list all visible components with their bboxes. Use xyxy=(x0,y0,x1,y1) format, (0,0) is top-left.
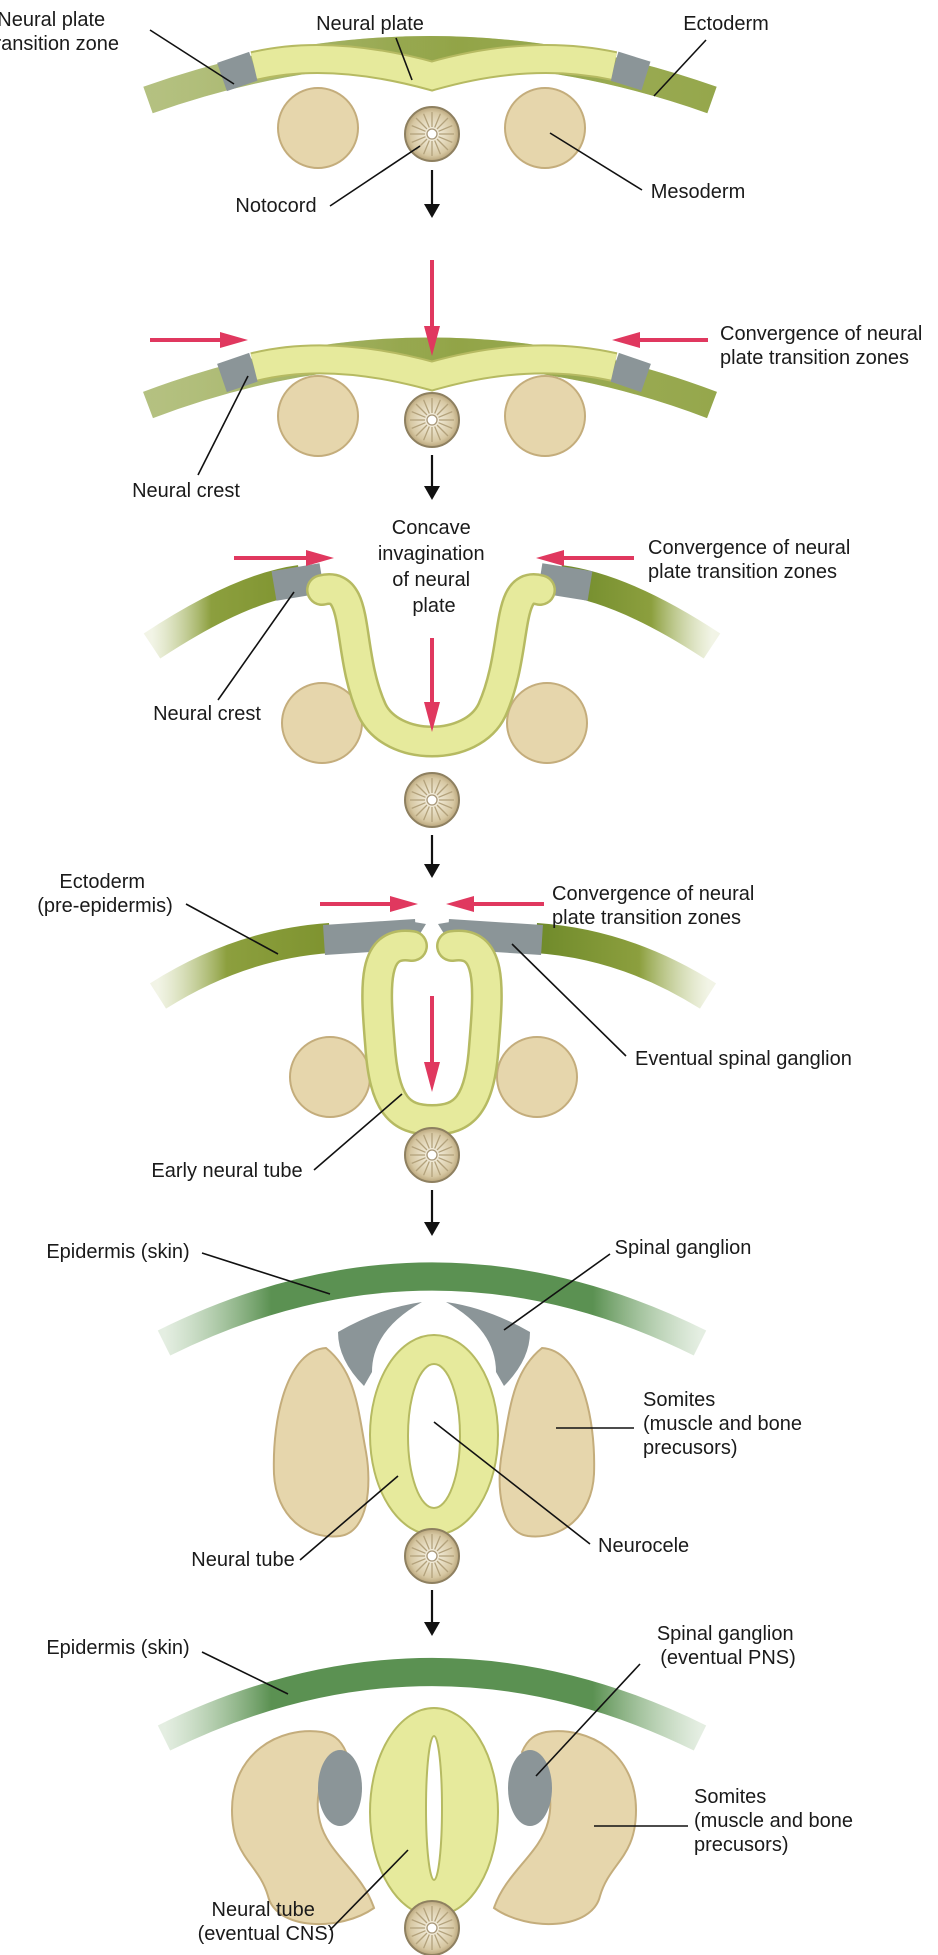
downward-arrow-icon xyxy=(424,486,440,500)
mesoderm-right xyxy=(497,1037,577,1117)
stage-1: Neural plate transition zone Neural plat… xyxy=(0,9,769,218)
spinal-ganglion-left xyxy=(318,1750,362,1826)
label-neural-plate-transition-zone: Neural plate transition zone xyxy=(0,9,119,55)
label-epidermis: Epidermis (skin) xyxy=(46,1241,189,1263)
label-eventual-spinal-ganglion: Eventual spinal ganglion xyxy=(635,1048,852,1070)
spinal-ganglion-right xyxy=(508,1750,552,1826)
label-spinal-ganglion: Spinal ganglion xyxy=(615,1237,752,1259)
label-mesoderm: Mesoderm xyxy=(651,181,745,203)
notochord xyxy=(405,107,459,161)
transition-zone-right xyxy=(614,367,646,378)
mesoderm-right xyxy=(505,376,585,456)
notochord xyxy=(405,1901,459,1955)
notochord xyxy=(405,1529,459,1583)
label-somites: Somites (muscle and bone precusors) xyxy=(694,1786,859,1856)
label-notocord: Notocord xyxy=(235,195,316,217)
transition-zone-left xyxy=(222,367,254,378)
label-neural-crest: Neural crest xyxy=(153,703,261,725)
downward-arrow-icon xyxy=(424,864,440,878)
label-concave-invagination: Concave invagination of neural plate xyxy=(378,517,490,617)
label-convergence: Convergence of neural plate transition z… xyxy=(720,323,928,369)
convergence-arrow-icon xyxy=(612,332,708,348)
notochord xyxy=(405,1128,459,1182)
stage-3: Concave invagination of neural plate Con… xyxy=(152,517,856,878)
mesoderm-left xyxy=(290,1037,370,1117)
notochord xyxy=(405,773,459,827)
somite-right xyxy=(500,1348,595,1536)
notochord xyxy=(405,393,459,447)
stage-5: Epidermis (skin) Spinal ganglion Somites… xyxy=(46,1237,807,1636)
convergence-arrow-icon xyxy=(150,332,248,348)
convergence-arrow-icon xyxy=(320,896,418,912)
stage-4: Ectoderm (pre-epidermis) Convergence of … xyxy=(37,871,852,1236)
mesoderm-right xyxy=(507,683,587,763)
label-spinal-ganglion: Spinal ganglion (eventual PNS) xyxy=(657,1623,799,1669)
downward-arrow-icon xyxy=(424,1622,440,1636)
ectoderm-right xyxy=(536,938,708,996)
downward-arrow-icon xyxy=(424,1222,440,1236)
label-convergence: Convergence of neural plate transition z… xyxy=(648,537,856,583)
label-early-neural-tube: Early neural tube xyxy=(151,1160,302,1182)
leader-epidermis xyxy=(202,1652,288,1694)
label-neural-tube: Neural tube xyxy=(191,1549,294,1571)
ectoderm-left xyxy=(158,938,330,996)
convergence-arrow-icon xyxy=(424,638,440,732)
label-ectoderm-pre-epidermis: Ectoderm (pre-epidermis) xyxy=(37,871,173,917)
convergence-arrow-icon xyxy=(536,550,634,566)
label-neurocele: Neurocele xyxy=(598,1535,689,1557)
label-ectoderm: Ectoderm xyxy=(683,13,769,35)
somite-left xyxy=(274,1348,369,1536)
label-neural-crest: Neural crest xyxy=(132,480,240,502)
label-neural-plate: Neural plate xyxy=(316,13,424,35)
transition-zone-right xyxy=(614,66,646,76)
mesoderm-right xyxy=(505,88,585,168)
mesoderm-left xyxy=(278,376,358,456)
label-somites: Somites (muscle and bone precusors) xyxy=(643,1389,808,1459)
convergence-arrow-icon xyxy=(446,896,544,912)
downward-arrow-icon xyxy=(424,204,440,218)
central-canal xyxy=(426,1736,442,1880)
stage-6: Epidermis (skin) Spinal ganglion (eventu… xyxy=(46,1623,858,1955)
mesoderm-left xyxy=(278,88,358,168)
transition-zone-left xyxy=(222,66,254,77)
convergence-arrow-icon xyxy=(424,996,440,1092)
label-epidermis: Epidermis (skin) xyxy=(46,1637,189,1659)
epidermis xyxy=(164,1277,700,1344)
label-convergence: Convergence of neural plate transition z… xyxy=(552,883,760,929)
stage-2: Convergence of neural plate transition z… xyxy=(132,260,928,502)
